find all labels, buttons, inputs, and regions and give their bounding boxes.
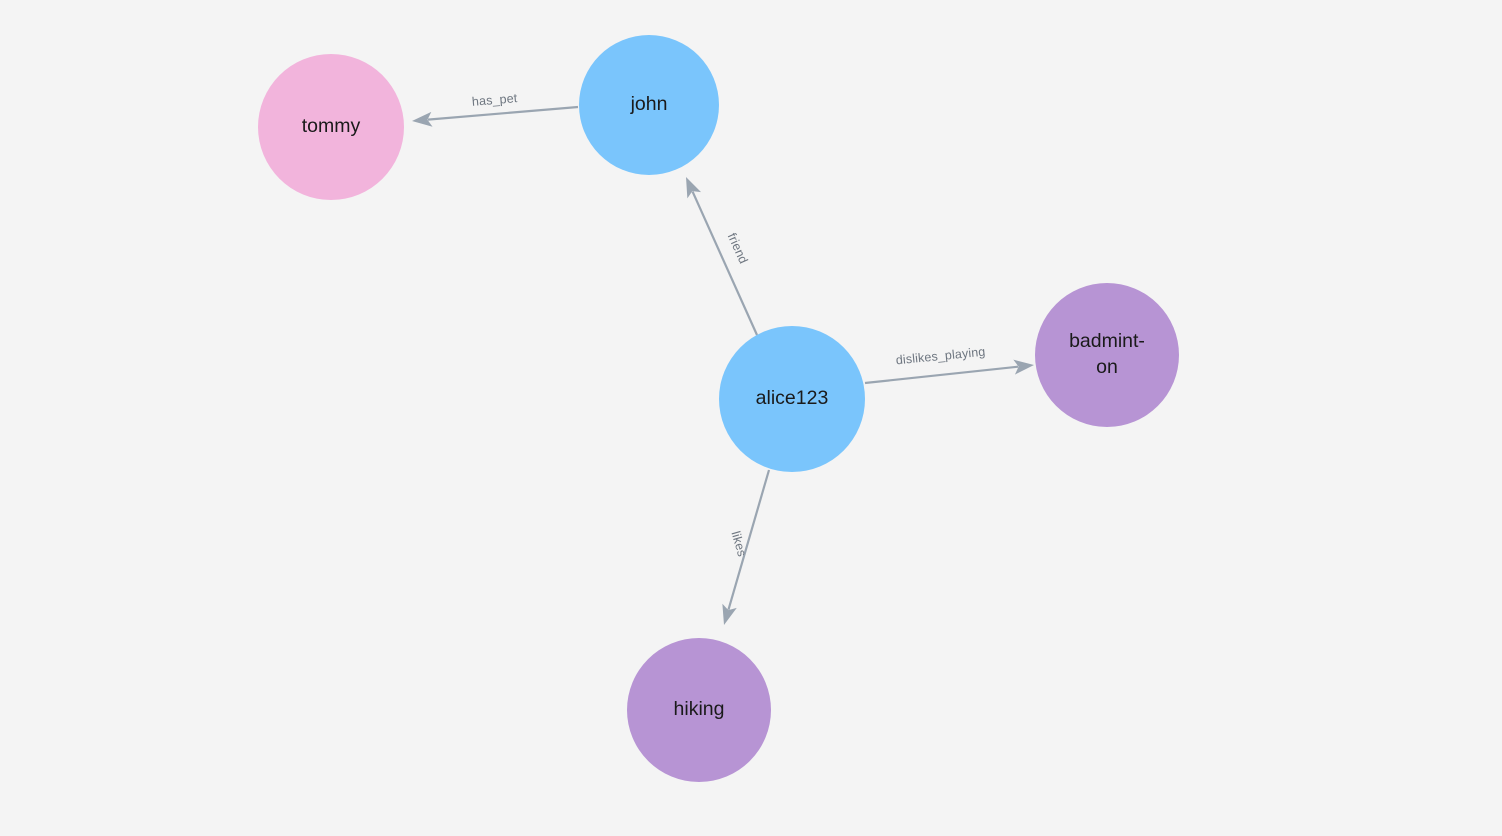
node-label: alice123 xyxy=(756,387,829,409)
node-circle[interactable] xyxy=(258,54,404,200)
graph-node-hiking[interactable]: hiking xyxy=(627,638,771,782)
graph-node-john[interactable]: john xyxy=(579,35,719,175)
node-label: hiking xyxy=(674,698,725,720)
graph-node-badminton[interactable]: badmint-on xyxy=(1035,283,1179,427)
edge-arrowhead xyxy=(722,603,737,625)
node-circle[interactable] xyxy=(627,638,771,782)
node-label: tommy xyxy=(302,115,361,137)
graph-node-tommy[interactable]: tommy xyxy=(258,54,404,200)
node-circle[interactable] xyxy=(719,326,865,472)
graph-edge[interactable]: has_pet xyxy=(412,91,579,127)
graph-edge[interactable]: likes xyxy=(722,469,771,625)
edge-label: dislikes_playing xyxy=(895,345,986,368)
node-label: on xyxy=(1096,356,1118,378)
nodes-layer: tommy john alice123 badmint-on hiking xyxy=(258,35,1179,782)
node-circle[interactable] xyxy=(1035,283,1179,427)
graph-edge[interactable]: friend xyxy=(686,177,759,336)
edge-label: has_pet xyxy=(471,91,518,109)
edge-label: friend xyxy=(725,231,751,266)
edge-label: likes xyxy=(729,530,750,559)
edge-line xyxy=(691,191,759,336)
graph-node-alice123[interactable]: alice123 xyxy=(719,326,865,472)
node-label: badmint- xyxy=(1069,330,1145,352)
edge-arrowhead xyxy=(686,177,702,199)
edge-line xyxy=(427,105,579,121)
edge-arrowhead xyxy=(1013,359,1034,375)
node-label: john xyxy=(630,93,668,115)
edge-line xyxy=(864,365,1019,385)
edge-arrowhead xyxy=(412,111,433,127)
edge-line xyxy=(727,469,771,610)
node-circle[interactable] xyxy=(579,35,719,175)
graph-edge[interactable]: dislikes_playing xyxy=(864,345,1034,385)
